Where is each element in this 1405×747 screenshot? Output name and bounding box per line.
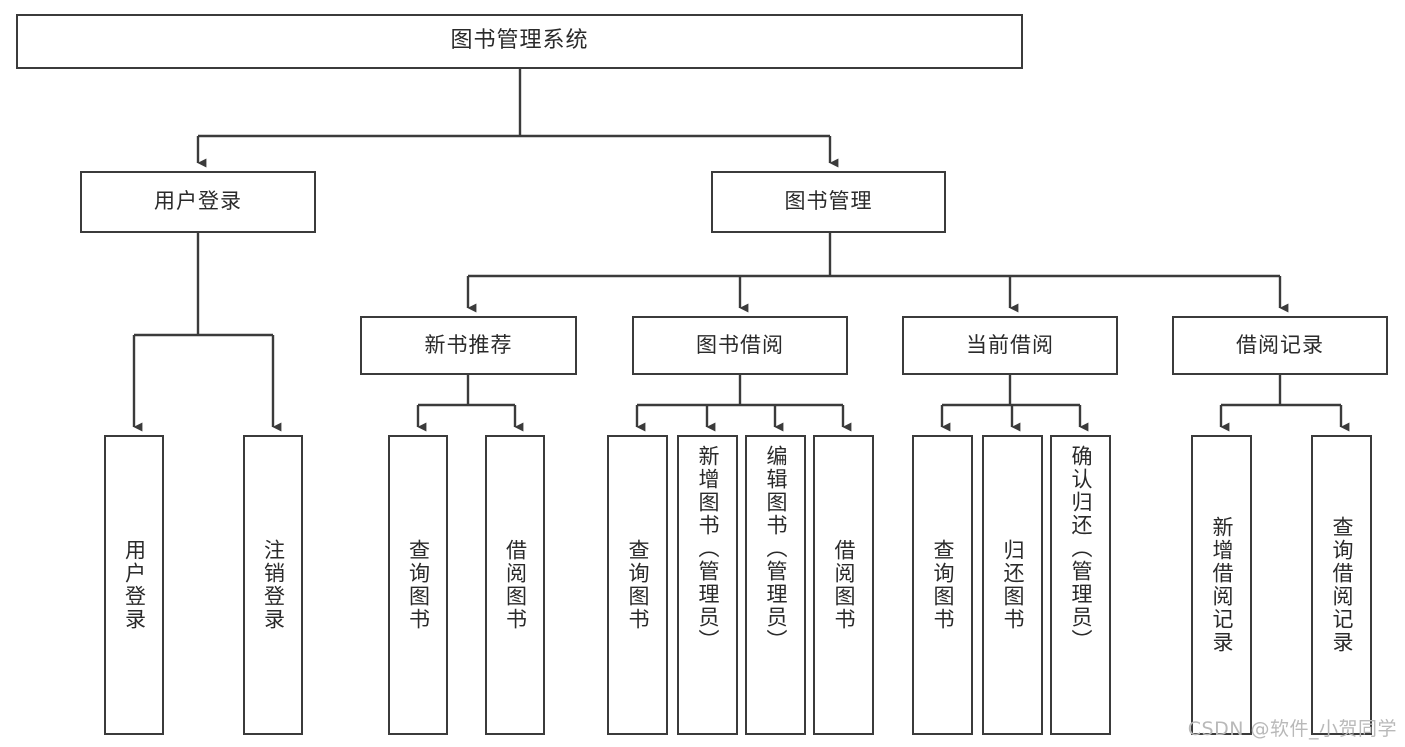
leaf-add-book-label: 新增图书（管理员） [695, 445, 720, 652]
leaf-confirm-return[interactable]: 确认归还（管理员） [1050, 435, 1111, 735]
leaf-edit-book-label: 编辑图书（管理员） [763, 445, 788, 652]
node-root[interactable]: 图书管理系统 [16, 14, 1023, 69]
node-book-manage[interactable]: 图书管理 [711, 171, 946, 233]
watermark: CSDN @软件_小贺同学 [1187, 718, 1397, 740]
node-current-borrow[interactable]: 当前借阅 [902, 316, 1118, 375]
leaf-query-book-1[interactable]: 查询图书 [388, 435, 448, 735]
node-book-borrow[interactable]: 图书借阅 [632, 316, 848, 375]
node-user-login-label: 用户登录 [154, 189, 242, 214]
leaf-query-book-1-label: 查询图书 [406, 539, 431, 631]
node-new-book-rec-label: 新书推荐 [424, 332, 513, 357]
node-new-book-rec[interactable]: 新书推荐 [360, 316, 577, 375]
node-current-borrow-label: 当前借阅 [966, 332, 1054, 357]
leaf-query-record[interactable]: 查询借阅记录 [1311, 435, 1372, 735]
leaf-borrow-book-2[interactable]: 借阅图书 [813, 435, 874, 735]
leaf-query-book-3-label: 查询图书 [930, 539, 955, 631]
leaf-query-record-label: 查询借阅记录 [1329, 516, 1354, 654]
leaf-logout-label: 注销登录 [261, 539, 286, 631]
leaf-confirm-return-label: 确认归还（管理员） [1068, 445, 1093, 652]
leaf-add-record[interactable]: 新增借阅记录 [1191, 435, 1252, 735]
leaf-borrow-book-1[interactable]: 借阅图书 [485, 435, 545, 735]
leaf-add-book[interactable]: 新增图书（管理员） [677, 435, 738, 735]
node-book-manage-label: 图书管理 [784, 189, 873, 214]
leaf-logout[interactable]: 注销登录 [243, 435, 303, 735]
leaf-user-login[interactable]: 用户登录 [104, 435, 164, 735]
leaf-return-book[interactable]: 归还图书 [982, 435, 1043, 735]
leaf-query-book-2[interactable]: 查询图书 [607, 435, 668, 735]
leaf-query-book-2-label: 查询图书 [625, 539, 650, 631]
leaf-user-login-label: 用户登录 [122, 539, 147, 631]
leaf-query-book-3[interactable]: 查询图书 [912, 435, 973, 735]
leaf-return-book-label: 归还图书 [1000, 539, 1025, 631]
node-borrow-record[interactable]: 借阅记录 [1172, 316, 1388, 375]
node-borrow-record-label: 借阅记录 [1236, 332, 1324, 357]
leaf-borrow-book-1-label: 借阅图书 [503, 539, 528, 631]
leaf-edit-book[interactable]: 编辑图书（管理员） [745, 435, 806, 735]
node-book-borrow-label: 图书借阅 [696, 332, 784, 357]
leaf-add-record-label: 新增借阅记录 [1209, 516, 1234, 654]
node-root-label: 图书管理系统 [450, 28, 589, 54]
node-user-login[interactable]: 用户登录 [80, 171, 316, 233]
leaf-borrow-book-2-label: 借阅图书 [831, 539, 856, 631]
